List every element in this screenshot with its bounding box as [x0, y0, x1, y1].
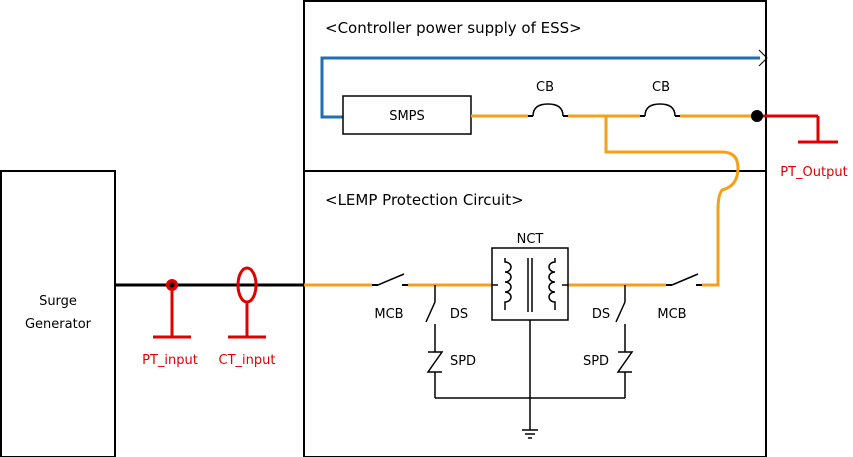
- smps-label: SMPS: [389, 109, 425, 124]
- feedback-wire: [320, 56, 760, 119]
- cb2-label: CB: [652, 80, 670, 95]
- ess-title: <Controller power supply of ESS>: [325, 19, 582, 37]
- pt-output-probe: PT_Output: [780, 116, 848, 180]
- feedback-arrow-icon: [758, 49, 768, 67]
- mcb-right: MCB: [657, 273, 702, 322]
- pt-input-probe: PT_input: [142, 279, 198, 368]
- lemp-box: [303, 170, 767, 457]
- generator-label-line1: Surge: [39, 294, 77, 309]
- ds-spd-left: DS SPD: [425, 285, 476, 398]
- mcb-left-label: MCB: [374, 307, 403, 322]
- ds-right-label: DS: [592, 307, 610, 322]
- nct-transformer: NCT: [491, 232, 569, 321]
- ct-input-label: CT_input: [219, 353, 276, 368]
- nct-label: NCT: [517, 232, 544, 247]
- ground-icon: [522, 429, 538, 439]
- mcb-left: MCB: [372, 273, 408, 322]
- smps-block: SMPS: [342, 95, 472, 135]
- circuit-breaker-2: CB: [644, 80, 676, 117]
- ct-input-probe: CT_input: [219, 266, 276, 368]
- spd-right-label: SPD: [583, 354, 609, 369]
- generator-label-line2: Generator: [25, 317, 92, 332]
- ds-spd-right: DS SPD: [583, 285, 634, 398]
- cb1-label: CB: [536, 80, 554, 95]
- crossover-wire: [604, 116, 740, 287]
- output-node: [751, 110, 763, 122]
- ds-left-label: DS: [450, 307, 468, 322]
- pt-output-label: PT_Output: [780, 165, 847, 180]
- circuit-breaker-1: CB: [532, 80, 564, 117]
- mcb-right-label: MCB: [657, 307, 686, 322]
- lemp-title: <LEMP Protection Circuit>: [325, 191, 524, 209]
- pt-input-label: PT_input: [142, 353, 198, 368]
- spd-left-label: SPD: [450, 354, 476, 369]
- surge-generator: Surge Generator: [0, 170, 116, 457]
